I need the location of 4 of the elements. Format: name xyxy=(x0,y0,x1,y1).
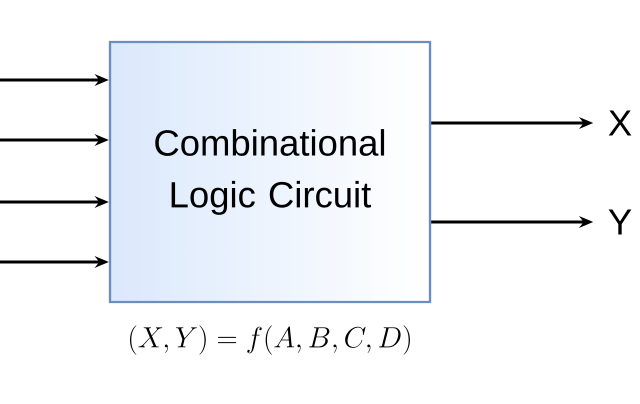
output-label: Y xyxy=(608,209,632,235)
output-label: X xyxy=(608,110,632,136)
formula-caption: $(X, Y) = f(A, B, C, D)$ xyxy=(130,325,410,355)
process-box: Combinational Logic Circuit xyxy=(108,40,432,304)
